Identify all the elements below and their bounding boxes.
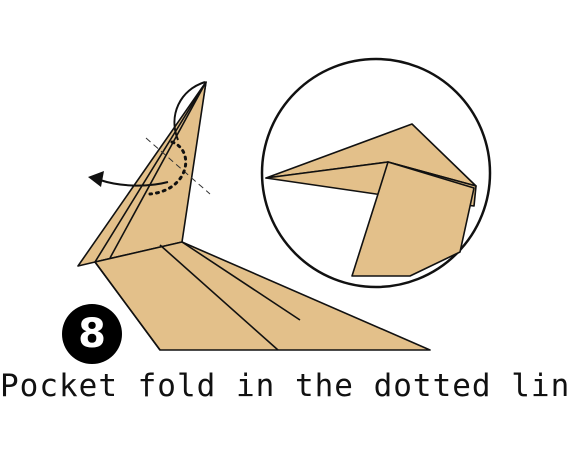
instruction-caption: Pocket fold in the dotted line — [0, 368, 568, 404]
fold-line-4 — [109, 81, 207, 259]
dotted-fold-line — [148, 140, 188, 196]
curved-arrow-icon — [88, 171, 169, 187]
magnifier-circle — [260, 57, 492, 289]
neck-front — [94, 81, 207, 263]
step-number: 8 — [78, 311, 106, 357]
fold-line-2 — [159, 244, 279, 351]
tip-curve — [173, 81, 206, 141]
crease-dashed-line — [145, 137, 211, 195]
fold-line-3 — [181, 241, 301, 321]
step-number-badge: 8 — [62, 304, 122, 364]
detail-neck — [351, 161, 475, 277]
fold-line-1 — [94, 261, 161, 351]
